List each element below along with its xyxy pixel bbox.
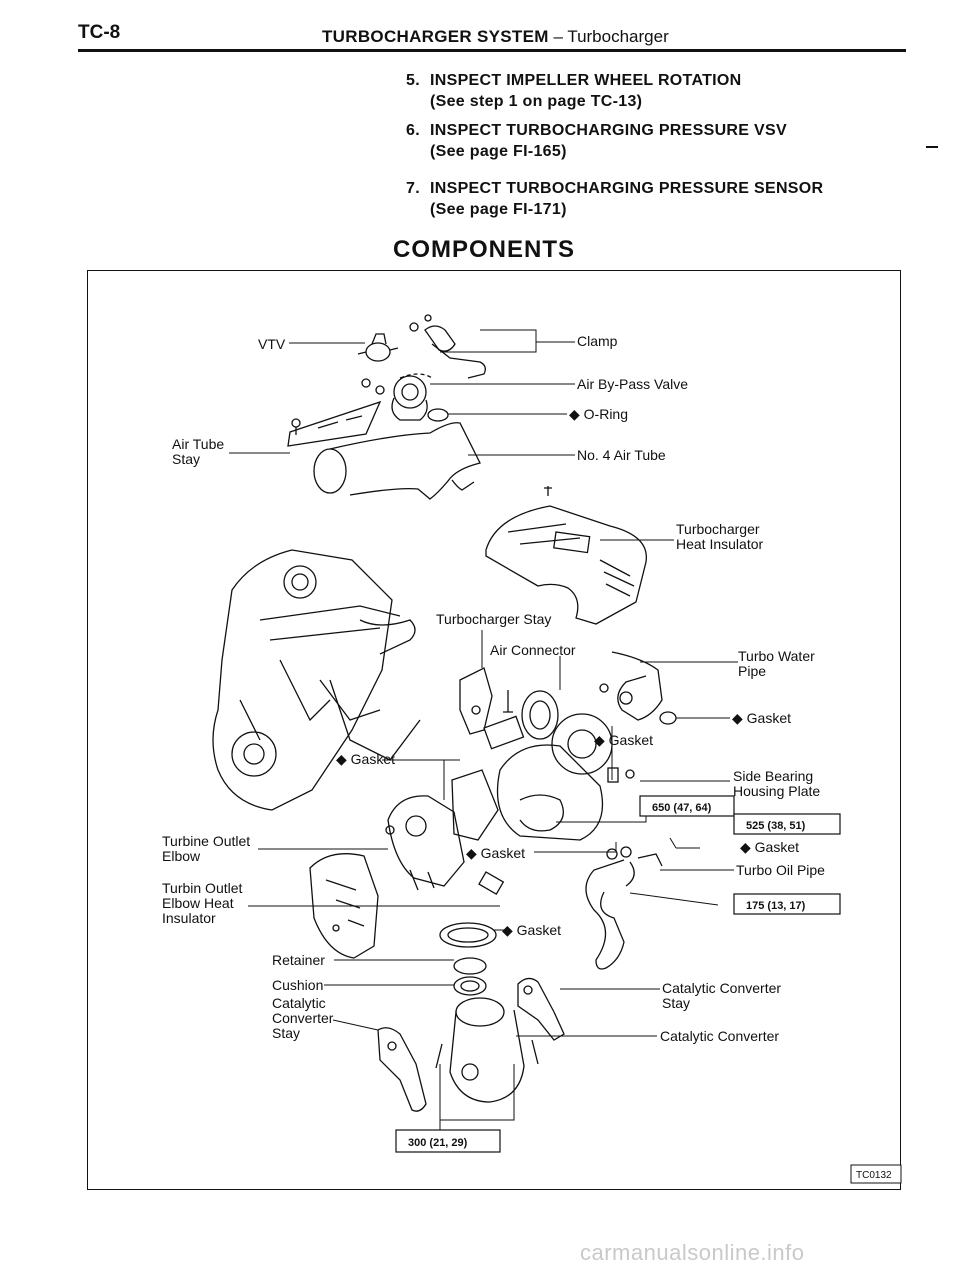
label-air-tube-stay-2: Stay [172, 451, 200, 467]
step-reference: (See page FI-165) [430, 143, 567, 160]
watermark: carmanualsonline.info [580, 1240, 805, 1265]
label-clamp: Clamp [577, 333, 618, 349]
torque-box-175 [733, 893, 841, 915]
label-o-ring: ◆ O-Ring [569, 406, 628, 422]
label-air-bypass-valve: Air By-Pass Valve [577, 376, 688, 392]
components-diagram-frame [87, 270, 901, 1190]
label-cushion: Cushion [272, 977, 323, 993]
turbo-heat-insulator-part [485, 486, 647, 625]
margin-mark [926, 146, 938, 148]
label-turbin-outlet-heat-2: Elbow Heat [162, 895, 234, 911]
step-number: 7. [406, 180, 420, 197]
section-title-main: TURBOCHARGER SYSTEM [322, 27, 549, 46]
component-labels: VTV Clamp Air By-Pass Valve ◆ O-Ring Air… [162, 333, 825, 1044]
label-turbo-water-pipe-2: Pipe [738, 663, 766, 679]
label-turbine-outlet-elbow-2: Elbow [162, 848, 201, 864]
step-5: 5. INSPECT IMPELLER WHEEL ROTATION (See … [406, 70, 742, 112]
label-air-connector: Air Connector [490, 642, 576, 658]
step-reference: (See page FI-171) [430, 201, 567, 218]
bottom-gasket-part [439, 922, 497, 948]
label-cat-conv-stay-left-3: Stay [272, 1025, 300, 1041]
catalytic-converter-stay-right-part [517, 977, 565, 1041]
label-gasket-left: ◆ Gasket [336, 751, 395, 767]
page-code: TC-8 [78, 22, 121, 43]
step-number: 5. [406, 72, 420, 89]
torque-box-650 [639, 795, 735, 817]
cushion-part [453, 976, 487, 996]
torque-box-525 [733, 813, 841, 835]
components-title: COMPONENTS [393, 236, 576, 263]
label-turbo-heat-insulator-2: Heat Insulator [676, 536, 763, 552]
torque-box-300 [395, 1129, 501, 1153]
turbocharger-stay-part [459, 667, 513, 735]
label-gasket-turbo: ◆ Gasket [594, 732, 653, 748]
label-side-bearing-2: Housing Plate [733, 783, 820, 799]
turbo-oil-pipe-part [585, 846, 663, 970]
label-turbo-oil-pipe: Turbo Oil Pipe [736, 862, 825, 878]
label-gasket-water: ◆ Gasket [732, 710, 791, 726]
step-heading: INSPECT IMPELLER WHEEL ROTATION [430, 72, 742, 89]
step-6: 6. INSPECT TURBOCHARGING PRESSURE VSV (S… [406, 120, 787, 162]
vtv-part [357, 333, 399, 362]
engine-block-part [212, 549, 421, 811]
label-turbin-outlet-heat-3: Insulator [162, 910, 216, 926]
section-title-sub: Turbocharger [567, 27, 669, 46]
label-retainer: Retainer [272, 952, 325, 968]
step-heading: INSPECT TURBOCHARGING PRESSURE SENSOR [430, 180, 824, 197]
label-gasket-oil: ◆ Gasket [740, 839, 799, 855]
air-tube-stay-part [287, 400, 382, 447]
turbine-outlet-elbow-part [385, 795, 465, 891]
step-heading: INSPECT TURBOCHARGING PRESSURE VSV [430, 122, 787, 139]
side-bearing-housing-plate-part [607, 767, 635, 783]
header-rule [78, 49, 906, 52]
label-turbine-outlet-elbow-1: Turbine Outlet [162, 833, 250, 849]
step-7: 7. INSPECT TURBOCHARGING PRESSURE SENSOR… [406, 178, 824, 220]
label-gasket-bottom: ◆ Gasket [502, 922, 561, 938]
label-gasket-elbow: ◆ Gasket [466, 845, 525, 861]
o-ring-part [427, 408, 449, 422]
diagram-parts [212, 314, 677, 1112]
torque-650: 650 (47, 64) [652, 802, 712, 814]
catalytic-converter-stay-left-part [377, 1027, 427, 1112]
turbo-water-pipe-part [599, 651, 677, 725]
torque-300: 300 (21, 29) [408, 1137, 468, 1149]
label-cat-conv-stay-right-1: Catalytic Converter [662, 980, 781, 996]
section-title-sep: – [548, 27, 568, 46]
label-turbocharger-stay: Turbocharger Stay [436, 611, 551, 627]
label-catalytic-converter: Catalytic Converter [660, 1028, 779, 1044]
air-bypass-valve-part [361, 375, 428, 421]
figure-code: TC0132 [856, 1170, 892, 1181]
label-no4-air-tube: No. 4 Air Tube [577, 447, 666, 463]
step-number: 6. [406, 122, 420, 139]
label-turbo-water-pipe-1: Turbo Water [738, 648, 815, 664]
torque-525: 525 (38, 51) [746, 820, 806, 832]
step-reference: (See step 1 on page TC-13) [430, 93, 643, 110]
label-air-tube-stay-1: Air Tube [172, 436, 224, 452]
label-cat-conv-stay-right-2: Stay [662, 995, 690, 1011]
elbow-gasket-part [478, 871, 505, 896]
air-connector-part [521, 690, 559, 740]
elbow-heat-insulator-part [309, 853, 379, 959]
torque-175: 175 (13, 17) [746, 900, 806, 912]
label-side-bearing-1: Side Bearing [733, 768, 813, 784]
label-cat-conv-stay-left-1: Catalytic [272, 995, 326, 1011]
label-turbo-heat-insulator-1: Turbocharger [676, 521, 760, 537]
torque-spec-boxes: 650 (47, 64) 525 (38, 51) 175 (13, 17) 3… [395, 795, 841, 1153]
label-turbin-outlet-heat-1: Turbin Outlet [162, 880, 243, 896]
retainer-part [453, 957, 487, 975]
clamp-part [399, 314, 486, 379]
no4-air-tube-part [313, 422, 481, 500]
figure-code-box [850, 1164, 902, 1184]
section-title: TURBOCHARGER SYSTEM – Turbocharger [322, 27, 669, 47]
label-vtv: VTV [258, 336, 286, 352]
catalytic-converter-part [435, 997, 539, 1103]
label-cat-conv-stay-left-2: Converter [272, 1010, 334, 1026]
